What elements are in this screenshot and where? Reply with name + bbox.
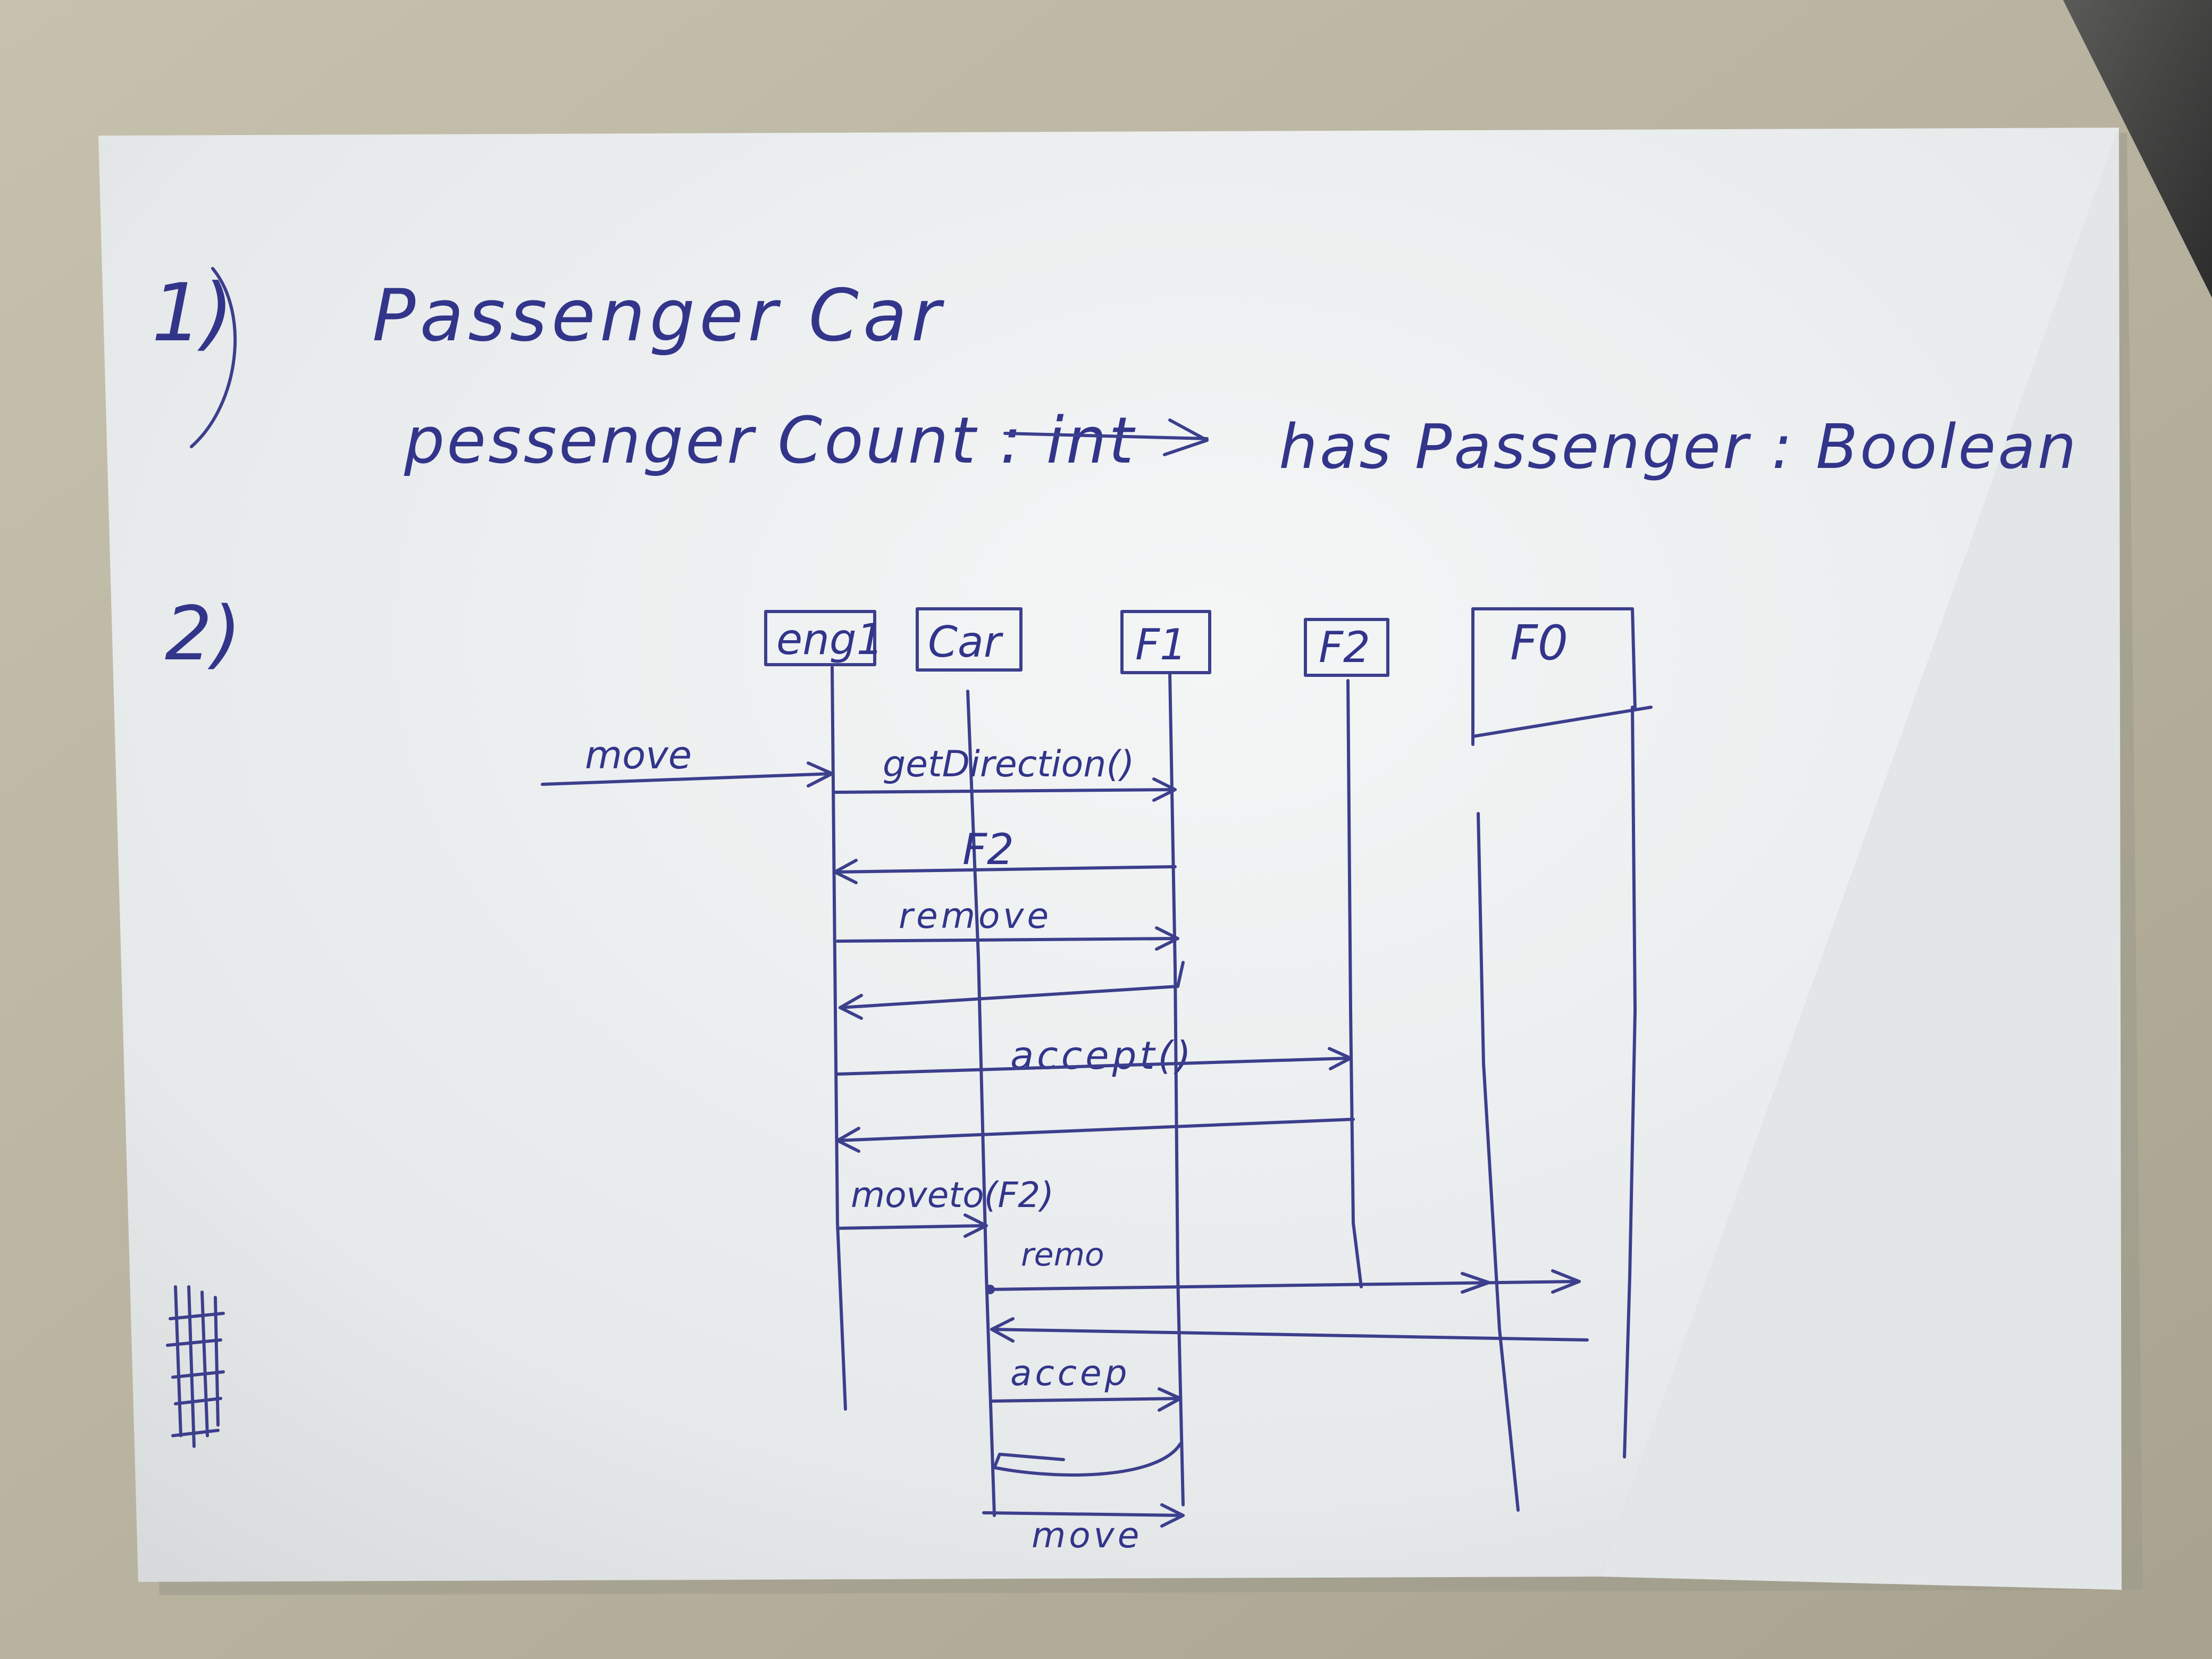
lifeline-box-f0 [1471,607,1653,746]
section-1: 1) Passenger Car pessenger Count : int h… [152,267,2079,483]
attribute-old: pessenger Count : int [404,404,1136,478]
section-1-number: 1) [152,267,233,359]
msg-remo-label: remo [1021,1236,1104,1273]
msg-accep-head [1158,1387,1182,1412]
msg-remove-label: remove [899,895,1052,936]
msg-getdirection-arrow [833,788,1177,794]
msg-accept-return-head [836,1127,860,1153]
msg-move-label: move [585,733,692,777]
msg-remo-start-dot [985,1285,995,1294]
lifeline-label-eng1: eng1 [776,615,884,664]
lifeline-f0-right [1623,706,1637,1459]
lifeline-f0-left [1477,812,1520,1512]
lifeline-eng1 [831,666,847,1411]
lifeline-box-f2 [1304,618,1389,677]
msg-getdirection-head [1152,777,1177,802]
msg-return-f2-head [833,859,858,884]
section-2-number: 2) [165,591,241,677]
msg-remove-return-head [839,994,863,1020]
msg-move-end-head [1160,1503,1185,1528]
msg-remo-head-2 [1461,1272,1490,1294]
lifeline-box-eng1 [764,610,876,666]
msg-remo-return-head [990,1317,1015,1343]
msg-accep-label: accep [1010,1353,1130,1394]
msg-return-f2-arrow [833,865,1177,874]
lifeline-box-car [916,607,1023,672]
lifeline-label-f1: F1 [1135,620,1187,669]
msg-accept-return [836,1118,1355,1142]
msg-moveto-label: moveto(F2) [851,1175,1054,1216]
msg-accept-arrow [836,1057,1352,1076]
msg-move-end-arrow [982,1511,1185,1517]
lifeline-box-f1 [1120,610,1211,674]
msg-move-arrow [541,772,834,786]
lifeline-label-car: Car [928,617,1004,667]
msg-remove-arrow [836,937,1179,943]
msg-accep-return [993,1442,1182,1477]
lifeline-label-f0: F0 [1510,615,1568,671]
msg-remove-return [839,961,1185,1009]
paper-sheet-right [1601,128,2122,1590]
msg-move-end-label: move [1032,1515,1142,1556]
lifeline-car [966,690,996,1517]
msg-remo-return [990,1328,1589,1342]
msg-moveto-head [963,1213,988,1238]
section-2: 2) eng1 Car F1 F2 F0 move getDirection()… [165,591,1653,1556]
scribble-mark [166,1285,225,1448]
lifeline-f2 [1346,679,1363,1288]
msg-move-head [807,761,834,787]
msg-accep-arrow [990,1397,1182,1403]
class-name: Passenger Car [372,274,945,357]
lifeline-label-f2: F2 [1319,623,1370,672]
msg-accept-label: accept() [1010,1033,1194,1078]
attribute-new: has Passenger : Boolean [1279,412,2079,483]
rename-arrow-head [1163,418,1209,456]
msg-remo-arrow [987,1280,1581,1291]
msg-remove-head [1155,926,1179,951]
dark-desk-corner [2063,0,2212,298]
msg-return-f2-label: F2 [962,825,1014,874]
msg-accept-head [1328,1047,1352,1070]
paper-sheet [98,128,2119,1582]
msg-moveto-arrow [836,1224,988,1230]
msg-remo-head [1551,1269,1581,1294]
lifeline-f1 [1168,671,1185,1506]
msg-getdirection-label: getDirection() [883,743,1134,785]
section-1-bracket [190,267,237,448]
rename-arrow-shaft [1003,432,1209,440]
